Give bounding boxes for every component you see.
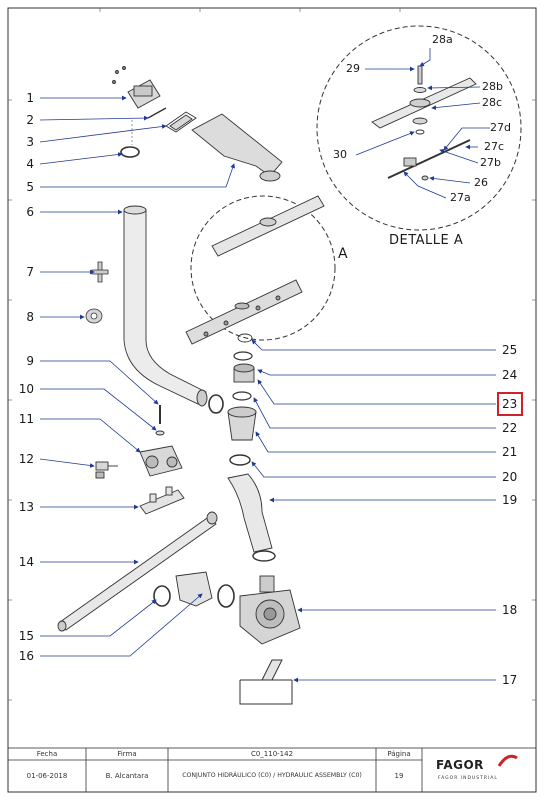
detail-callout-29: 29	[346, 62, 360, 75]
callout-18: 18	[502, 603, 518, 617]
part-13	[139, 486, 185, 515]
part-12	[95, 461, 118, 479]
tb-pagina: 19	[394, 772, 404, 780]
callout-14: 14	[18, 555, 34, 569]
tb-firma-header: Firma	[117, 750, 137, 758]
detail-callout-30: 30	[333, 148, 347, 161]
brand-sub: FAGOR INDUSTRIAL	[438, 776, 498, 781]
detail-callout-26: 26	[474, 176, 488, 189]
detail-callout-27a: 27a	[450, 191, 471, 204]
detail-callout-28b: 28b	[482, 80, 503, 93]
part-15-16	[153, 571, 235, 608]
callout-11: 11	[18, 412, 34, 426]
callout-9: 9	[26, 354, 34, 368]
callout-23: 23	[502, 397, 518, 411]
callout-7: 7	[26, 265, 34, 279]
callout-8: 8	[26, 310, 34, 324]
section-a-circle	[190, 195, 336, 341]
detail-title: DETALLE A	[389, 233, 464, 248]
detail-spray-arm	[371, 65, 477, 181]
pipe-6	[123, 205, 208, 407]
callout-25: 25	[502, 343, 518, 357]
callout-2: 2	[26, 113, 34, 127]
detail-callout-28a: 28a	[432, 33, 453, 46]
top-assembly	[112, 66, 283, 182]
detail-callout-27b: 27b	[480, 156, 501, 169]
brand-name: FAGOR	[436, 758, 484, 772]
center-stack	[208, 333, 257, 466]
part-11	[139, 445, 183, 477]
callout-16: 16	[18, 649, 34, 663]
callout-21: 21	[502, 445, 518, 459]
callout-19: 19	[502, 493, 518, 507]
callout-4: 4	[26, 157, 34, 171]
callout-13: 13	[18, 500, 34, 514]
part-17	[239, 659, 293, 705]
detail-callout-27d: 27d	[490, 121, 511, 134]
title-block-grid	[7, 747, 537, 793]
leaders-right	[251, 339, 496, 683]
part-19	[227, 473, 276, 562]
detail-callout-27c: 27c	[484, 140, 505, 153]
detail-callout-28c: 28c	[482, 96, 503, 109]
lower-spray-arm	[185, 195, 325, 345]
callout-22: 22	[502, 421, 518, 435]
detail-leaders	[355, 48, 490, 199]
callout-6: 6	[26, 205, 34, 219]
callout-17: 17	[502, 673, 518, 687]
callout-10: 10	[18, 382, 34, 396]
leaders-left	[39, 95, 235, 657]
part-18	[239, 575, 301, 645]
tb-pagina-header: Página	[387, 750, 411, 758]
tb-firma: B. Alcantara	[105, 772, 149, 780]
fagor-logo-area: FAGOR FAGOR INDUSTRIAL	[430, 752, 530, 788]
tb-fecha: 01-06-2018	[26, 772, 68, 780]
callout-12: 12	[18, 452, 34, 466]
callout-24: 24	[502, 368, 518, 382]
part-14	[57, 511, 218, 632]
tb-code: C0_110-142	[250, 750, 294, 758]
tb-description: CONJUNTO HIDRÁULICO (C0) / HYDRAULIC ASS…	[182, 772, 362, 779]
highlight-box-23	[497, 392, 523, 416]
part-8	[85, 308, 103, 324]
callout-20: 20	[502, 470, 518, 484]
callout-3: 3	[26, 135, 34, 149]
part-7	[91, 261, 109, 283]
callout-5: 5	[26, 180, 34, 194]
detail-a-circle	[316, 25, 522, 231]
border-ticks	[8, 8, 536, 701]
tb-fecha-header: Fecha	[36, 750, 58, 758]
part-9-10	[155, 405, 165, 436]
section-marker-a: A	[338, 246, 348, 262]
callout-15: 15	[18, 629, 34, 643]
fagor-swoosh-icon	[498, 754, 518, 767]
callout-1: 1	[26, 91, 34, 105]
